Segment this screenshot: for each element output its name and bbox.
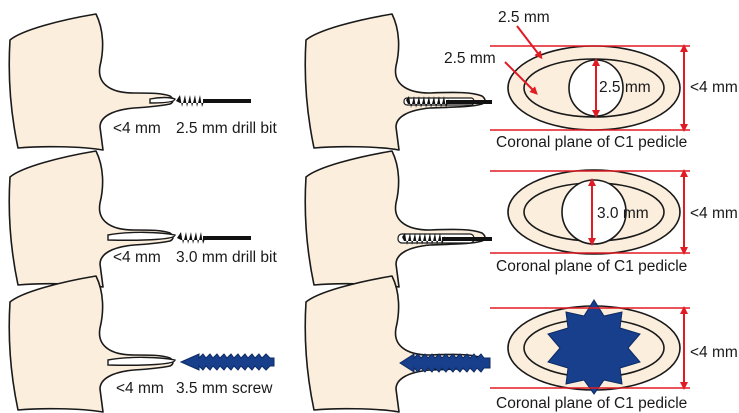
row1-drill-bit xyxy=(176,95,251,107)
row-2: <4 mm 3.0 mm drill bit 3.0 mm <4 mm Coro… xyxy=(8,150,738,288)
row3-left-bone xyxy=(8,275,176,413)
row-1: <4 mm 2.5 mm drill bit 2.5 mm 2.5 mm 2.5… xyxy=(8,9,738,151)
row3-width-label: <4 mm xyxy=(116,380,164,397)
row1-width-label: <4 mm xyxy=(113,120,161,137)
row3-height-label: <4 mm xyxy=(690,344,738,361)
row3-tool-label: 3.5 mm screw xyxy=(176,380,273,397)
row3-middle-bone xyxy=(304,275,491,413)
row1-left-bone xyxy=(8,13,176,151)
row-3: <4 mm 3.5 mm screw <4 mm Coronal plane o… xyxy=(8,275,738,413)
row2-width-label: <4 mm xyxy=(113,249,161,266)
row2-drill-bit xyxy=(177,232,251,244)
row3-coronal-section: <4 mm Coronal plane of C1 pedicle xyxy=(490,299,738,412)
row1-height-label: <4 mm xyxy=(690,79,738,96)
row2-height-label: <4 mm xyxy=(690,205,738,222)
row2-left-bone xyxy=(8,150,176,288)
row3-screw xyxy=(179,353,275,371)
row1-coronal-section: 2.5 mm 2.5 mm 2.5 mm <4 mm Coronal plane… xyxy=(444,9,738,151)
row1-tool-label: 2.5 mm drill bit xyxy=(176,120,277,137)
row2-tool-label: 3.0 mm drill bit xyxy=(176,249,277,266)
row1-wall-label: 2.5 mm xyxy=(444,50,496,67)
row2-coronal-section: 3.0 mm <4 mm Coronal plane of C1 pedicle xyxy=(490,169,738,275)
row1-plane-label: Coronal plane of C1 pedicle xyxy=(496,134,687,151)
row1-middle-bone xyxy=(304,13,492,151)
row2-hole-label: 3.0 mm xyxy=(597,205,649,222)
row3-plane-label: Coronal plane of C1 pedicle xyxy=(496,395,687,412)
row3-screw-cross-section xyxy=(547,299,641,395)
row2-plane-label: Coronal plane of C1 pedicle xyxy=(496,258,687,275)
row1-hole-label: 2.5 mm xyxy=(599,79,651,96)
row2-middle-bone xyxy=(304,150,492,288)
row1-canal-label: 2.5 mm xyxy=(498,9,550,26)
